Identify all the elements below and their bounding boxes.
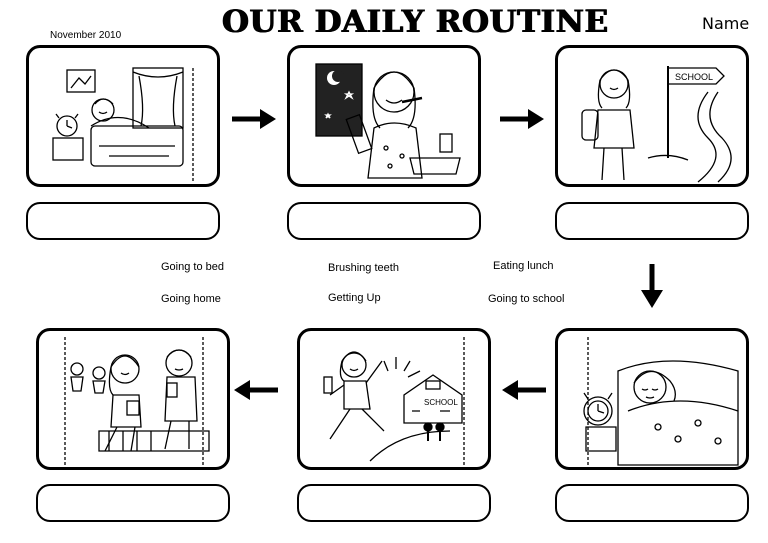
date-label: November 2010 <box>50 30 122 41</box>
answer-box[interactable] <box>287 202 481 240</box>
word-bank-item: Eating lunch <box>493 260 554 272</box>
word-bank-item: Going to bed <box>161 261 224 273</box>
walking-to-school-sign-icon: SCHOOL <box>581 66 732 183</box>
answer-box[interactable] <box>26 202 220 240</box>
word-bank-item: Going home <box>161 293 221 305</box>
arrow-right-icon <box>500 109 544 129</box>
word-bank-item: Going to school <box>488 293 565 305</box>
school-sign-text: SCHOOL <box>675 72 713 82</box>
running-from-school-icon: SCHOOL <box>323 337 465 465</box>
panel-waking-up <box>26 45 220 187</box>
arrow-right-icon <box>232 109 276 129</box>
eating-lunch-icon <box>64 337 210 465</box>
panel-running-from-school: SCHOOL <box>297 328 491 470</box>
arrow-down-icon <box>641 264 663 308</box>
arrow-left-icon <box>234 380 278 400</box>
school-building-text: SCHOOL <box>424 398 458 407</box>
panel-walking-to-school: SCHOOL <box>555 45 749 187</box>
answer-box[interactable] <box>297 484 491 522</box>
answer-box[interactable] <box>555 202 749 240</box>
panel-eating-lunch <box>36 328 230 470</box>
answer-box[interactable] <box>36 484 230 522</box>
word-bank-item: Brushing teeth <box>328 262 399 274</box>
answer-box[interactable] <box>555 484 749 522</box>
brushing-teeth-icon <box>315 63 461 179</box>
sleeping-in-bed-icon <box>583 337 739 466</box>
word-bank-item: Getting Up <box>328 292 381 304</box>
panel-brushing-teeth <box>287 45 481 187</box>
name-label: Name <box>702 14 750 33</box>
arrow-left-icon <box>502 380 546 400</box>
panel-sleeping <box>555 328 749 470</box>
waking-up-in-bed-icon <box>52 67 194 182</box>
page-title: OUR DAILY ROUTINE <box>222 4 609 40</box>
